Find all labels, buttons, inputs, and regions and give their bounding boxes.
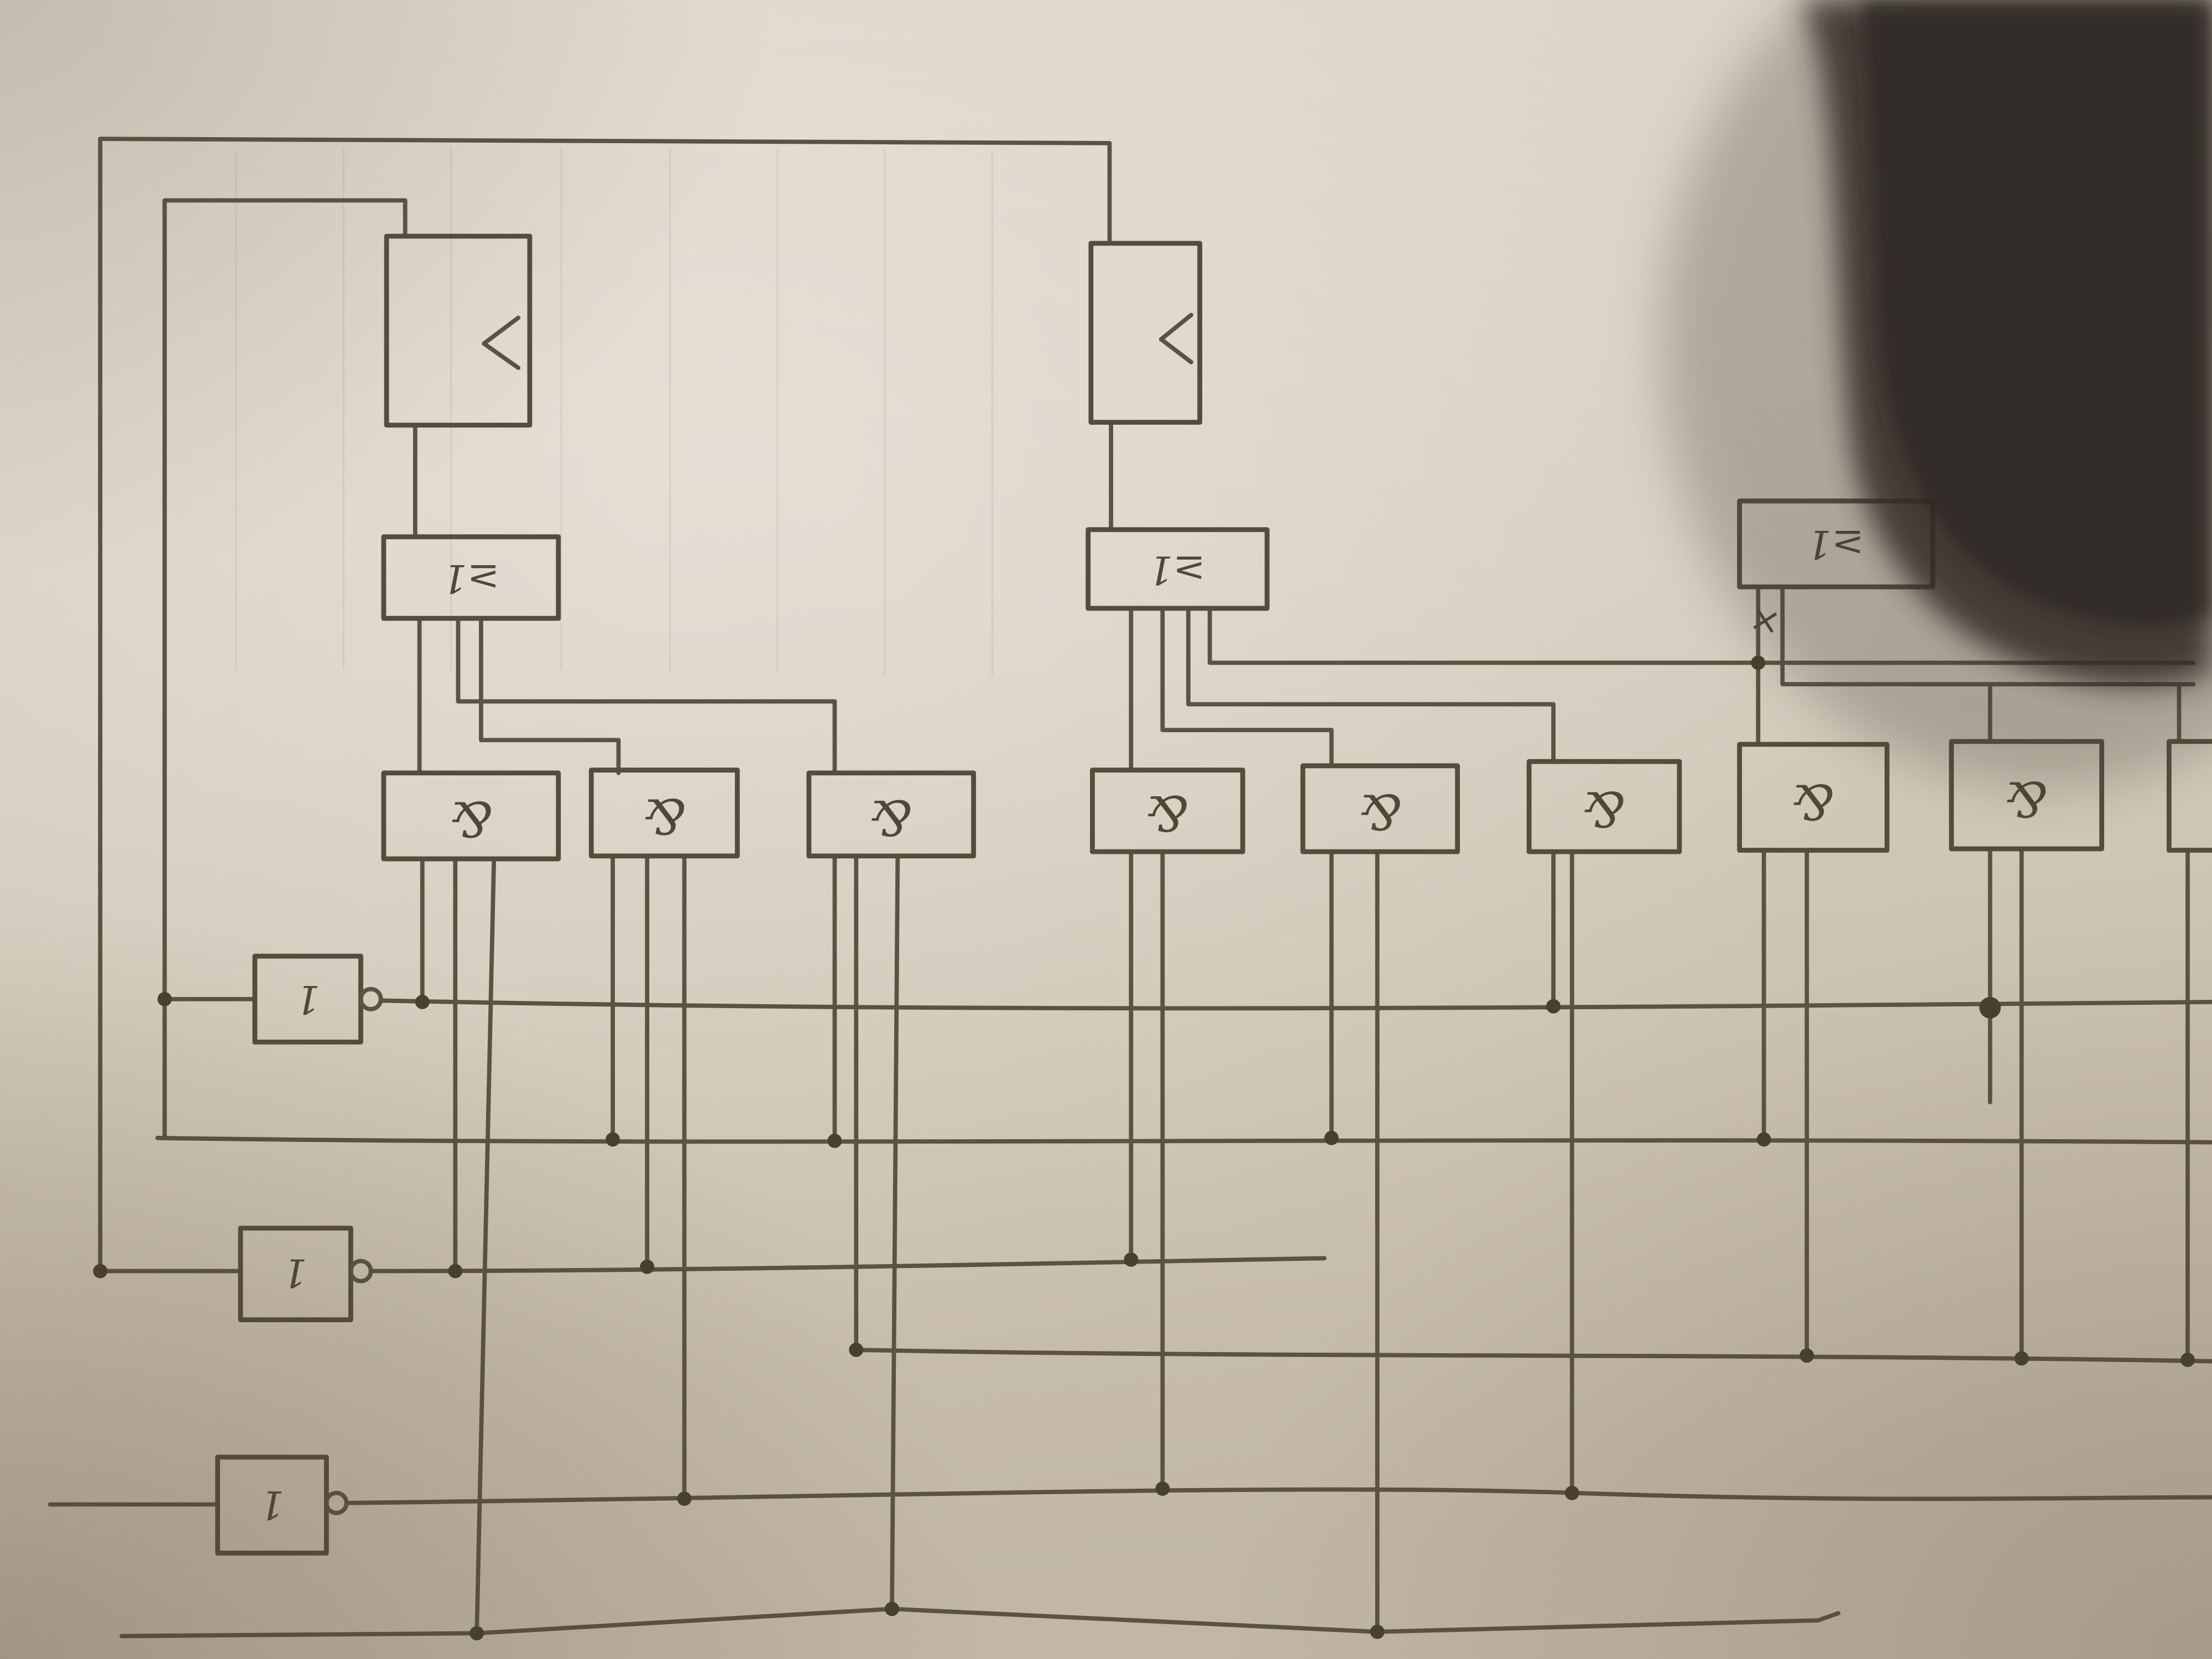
camera-shadow-core — [1861, 0, 2212, 625]
